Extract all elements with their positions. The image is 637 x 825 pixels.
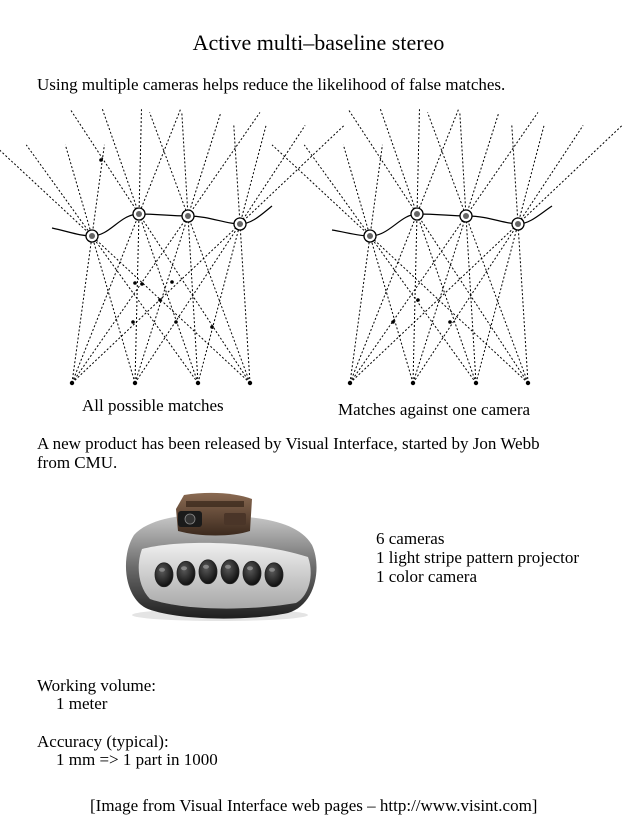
left-camera-center: [89, 233, 95, 239]
device-lens-highlight: [269, 567, 275, 572]
left-ray: [181, 112, 199, 384]
right-ray: [349, 112, 539, 384]
right-ray: [349, 109, 460, 384]
product-text-line2: from CMU.: [37, 453, 118, 472]
left-cameras: [85, 207, 247, 243]
left-camera-center: [136, 211, 142, 217]
right-camera-center: [367, 233, 373, 239]
right-ray: [349, 125, 623, 384]
left-match-point: [210, 325, 214, 329]
right-scene-point: [525, 380, 531, 386]
right-rays: [271, 108, 623, 384]
right-cameras: [363, 207, 525, 243]
right-ray: [511, 125, 529, 384]
left-ray: [71, 144, 105, 384]
left-ray: [71, 112, 261, 384]
left-match-point: [133, 281, 137, 285]
device-camera-lens: [264, 562, 284, 588]
device-camera-lens: [242, 560, 262, 586]
left-ray: [233, 125, 251, 384]
right-ray: [427, 112, 529, 384]
right-ray: [379, 109, 477, 384]
right-scene-point: [473, 380, 479, 386]
left-scene-points: [69, 380, 253, 386]
device-camera-lens: [198, 559, 218, 585]
right-scene-points: [347, 380, 531, 386]
right-camera-center: [515, 221, 521, 227]
right-ray: [412, 112, 500, 384]
right-match-point: [416, 298, 420, 302]
image-credit: [Image from Visual Interface web pages –…: [90, 796, 538, 815]
left-match-point: [170, 280, 174, 284]
left-scene-point: [247, 380, 253, 386]
left-ray: [149, 112, 251, 384]
right-match-points: [391, 298, 452, 324]
right-ray: [475, 125, 545, 384]
right-ray: [342, 144, 414, 384]
left-ray: [101, 109, 199, 384]
device-lens-highlight: [181, 566, 187, 571]
left-scene-point: [69, 380, 75, 386]
left-match-point: [140, 282, 144, 286]
right-camera-center: [463, 213, 469, 219]
working-volume-value: 1 meter: [56, 694, 108, 713]
accuracy-label: Accuracy (typical):: [37, 732, 169, 751]
right-match-point: [391, 320, 395, 324]
left-camera-center: [185, 213, 191, 219]
left-ray: [71, 125, 345, 384]
left-ray: [134, 109, 142, 384]
right-ray: [303, 144, 477, 384]
left-match-point: [131, 320, 135, 324]
accuracy-value: 1 mm => 1 part in 1000: [56, 750, 218, 769]
intro-text: Using multiple cameras helps reduce the …: [37, 75, 506, 94]
right-ray: [459, 112, 477, 384]
right-scene-point: [410, 380, 416, 386]
device-camera-lens: [220, 559, 240, 585]
page-title: Active multi–baseline stereo: [192, 30, 445, 55]
right-match-point: [448, 320, 452, 324]
right-ray: [347, 108, 529, 384]
left-ray: [134, 112, 222, 384]
device-lens-highlight: [247, 566, 253, 571]
device-camera-lens: [176, 560, 196, 586]
left-match-point: [99, 158, 103, 162]
device-lens-highlight: [159, 567, 165, 572]
left-ray: [64, 144, 136, 384]
device-color-camera: [176, 492, 252, 536]
left-ray: [71, 109, 182, 384]
right-ray: [412, 109, 420, 384]
right-caption: Matches against one camera: [338, 400, 531, 419]
device-image: [125, 492, 317, 621]
device-lens-highlight: [203, 564, 209, 569]
spec-item: 6 cameras: [376, 529, 445, 548]
left-match-points: [99, 158, 214, 329]
right-ray: [271, 144, 529, 384]
right-ray: [349, 144, 383, 384]
left-ray: [69, 108, 251, 384]
left-scene-point: [195, 380, 201, 386]
left-match-point: [158, 298, 162, 302]
left-ray: [197, 125, 267, 384]
right-ray: [412, 125, 584, 384]
left-ray: [25, 144, 199, 384]
left-ray: [134, 125, 306, 384]
device-camera-buttons: [154, 559, 284, 588]
left-match-point: [174, 320, 178, 324]
right-scene-point: [347, 380, 353, 386]
right-camera-center: [414, 211, 420, 217]
left-camera-center: [237, 221, 243, 227]
working-volume-label: Working volume:: [37, 676, 157, 695]
device-lens-highlight: [225, 564, 231, 569]
left-scene-point: [132, 380, 138, 386]
device-camera-lens: [154, 562, 174, 588]
left-caption: All possible matches: [82, 396, 224, 415]
spec-item: 1 color camera: [376, 567, 477, 586]
left-rays: [0, 108, 345, 384]
spec-item: 1 light stripe pattern projector: [376, 548, 579, 567]
product-text-line1: A new product has been released by Visua…: [37, 434, 540, 453]
